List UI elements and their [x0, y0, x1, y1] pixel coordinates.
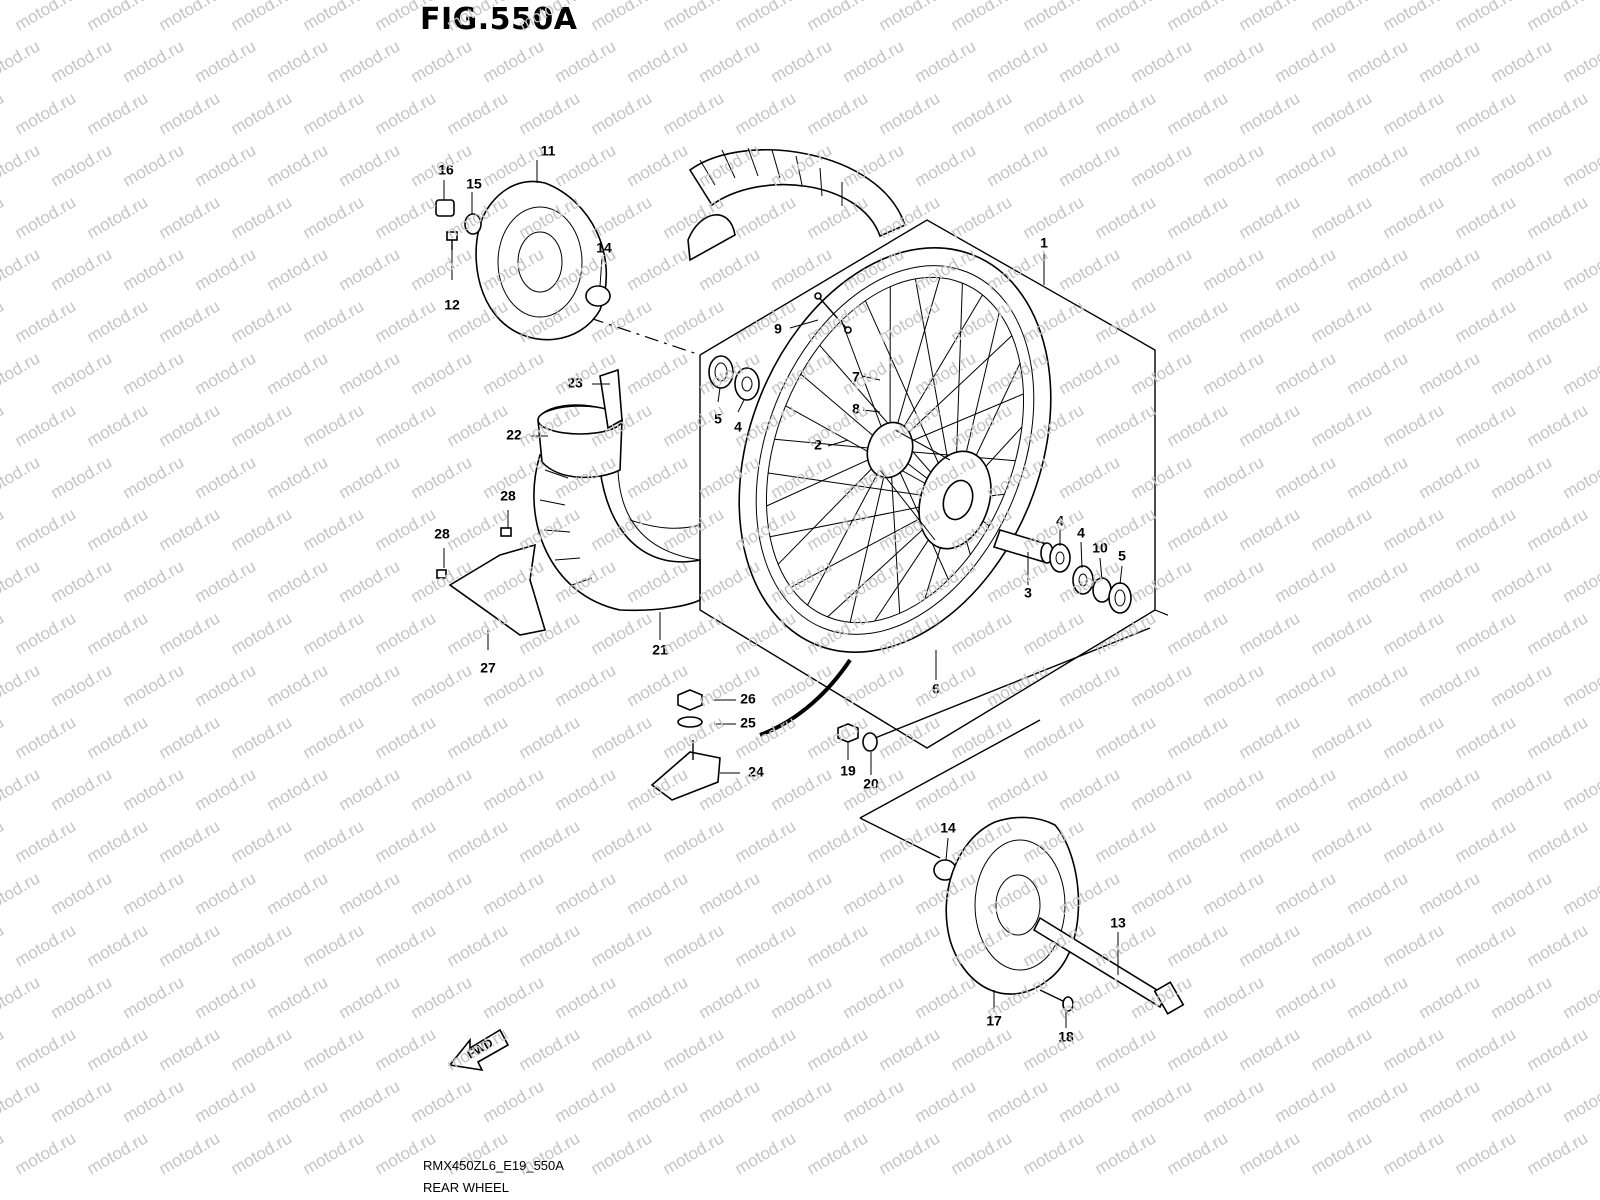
callout-28-lower[interactable]: 28 [434, 526, 450, 542]
callout-3[interactable]: 3 [1024, 585, 1032, 601]
callout-8[interactable]: 8 [852, 401, 860, 417]
washer-15[interactable] [464, 213, 482, 235]
tire-21[interactable] [533, 147, 906, 612]
fwd-arrow-icon: FWD [448, 1028, 510, 1072]
callout-27[interactable]: 27 [480, 660, 496, 676]
disc-guard-27[interactable] [448, 543, 547, 636]
callout-13[interactable]: 13 [1110, 915, 1126, 931]
rear-sprocket-17[interactable] [945, 816, 1080, 995]
callout-24[interactable]: 24 [748, 764, 764, 780]
callout-14-disc[interactable]: 14 [596, 240, 612, 256]
callout-22[interactable]: 22 [506, 427, 522, 443]
oil-seal-5-left[interactable] [708, 355, 734, 389]
callout-2[interactable]: 2 [814, 437, 822, 453]
callout-15[interactable]: 15 [466, 176, 482, 192]
sprocket-nut-19[interactable] [837, 723, 859, 743]
spoke [849, 449, 891, 623]
brake-disc-11[interactable] [475, 180, 608, 341]
section-name: REAR WHEEL [423, 1180, 509, 1195]
bearing-4-left[interactable] [734, 367, 760, 401]
callout-10[interactable]: 10 [1092, 540, 1108, 556]
oil-seal-5-right[interactable] [1108, 582, 1132, 614]
callout-4-right-1[interactable]: 4 [1056, 513, 1064, 529]
model-code: RMX450ZL6_E19_550A [423, 1158, 564, 1173]
guard-bolt-28-upper[interactable] [500, 527, 512, 537]
callout-9[interactable]: 9 [774, 321, 782, 337]
callout-5-right[interactable]: 5 [1118, 548, 1126, 564]
bearing-4-right[interactable] [1049, 543, 1094, 595]
assembly-outline [589, 219, 1171, 859]
rear-axle-13[interactable] [1032, 916, 1185, 1015]
callouts: 1 2 3 4 4 4 5 5 6 7 8 9 10 11 12 13 14 1… [434, 143, 1126, 1045]
rim-lock-washer-25[interactable] [677, 716, 703, 728]
tube-22[interactable] [537, 404, 623, 479]
callout-21[interactable]: 21 [652, 642, 668, 658]
callout-4-right-2[interactable]: 4 [1077, 525, 1085, 541]
figure-title: FIG.550A [420, 2, 578, 37]
callout-20[interactable]: 20 [863, 776, 879, 792]
rim-lock-nut-26[interactable] [677, 689, 703, 711]
spoke [889, 335, 1013, 451]
spoke [807, 449, 891, 606]
spacer-3[interactable] [992, 529, 1054, 564]
callout-1[interactable]: 1 [1040, 235, 1048, 251]
callout-14-sprocket[interactable]: 14 [940, 820, 956, 836]
callout-17[interactable]: 17 [986, 1013, 1002, 1029]
nipple-9[interactable] [814, 292, 852, 334]
callout-7[interactable]: 7 [852, 369, 860, 385]
leader-lines [443, 160, 1123, 1028]
callout-11[interactable]: 11 [541, 143, 556, 159]
collar-14-disc-side[interactable] [585, 285, 611, 307]
callout-19[interactable]: 19 [840, 763, 856, 779]
callout-26[interactable]: 26 [740, 691, 756, 707]
callout-6[interactable]: 6 [932, 681, 940, 697]
guard-bolt-28-lower[interactable] [436, 569, 447, 579]
disc-bolt-12[interactable] [446, 231, 458, 250]
callout-28-upper[interactable]: 28 [500, 488, 516, 504]
callout-5-left[interactable]: 5 [714, 411, 722, 427]
callout-4-left[interactable]: 4 [734, 419, 742, 435]
sprocket-washer-20[interactable] [862, 732, 878, 752]
spoke [889, 294, 983, 451]
nut-16[interactable] [435, 199, 455, 217]
callout-23[interactable]: 23 [567, 375, 583, 391]
callout-12[interactable]: 12 [444, 297, 460, 313]
rim-lock-24[interactable] [650, 740, 721, 801]
callout-18[interactable]: 18 [1058, 1029, 1074, 1045]
callout-25[interactable]: 25 [740, 715, 756, 731]
callout-16[interactable]: 16 [438, 162, 454, 178]
sprocket-bolt-18[interactable] [1039, 989, 1074, 1012]
hub-2[interactable] [860, 417, 1002, 558]
spoke [889, 277, 941, 451]
